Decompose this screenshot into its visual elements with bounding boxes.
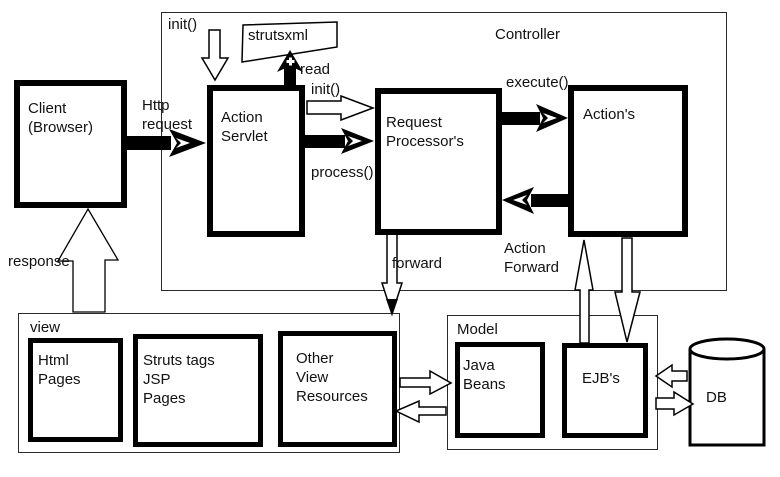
html-pages-label: Html Pages	[38, 352, 81, 388]
beans-to-view-arrow	[394, 399, 447, 424]
model-label: Model	[457, 321, 498, 338]
client-box: Client (Browser)	[14, 80, 127, 208]
action-servlet-box: Action Servlet	[207, 85, 305, 237]
client-label: Client (Browser)	[28, 100, 94, 136]
http-request-label: Http request	[142, 97, 193, 133]
html-pages-box: Html Pages	[28, 338, 123, 442]
struts-tags-box: Struts tags JSP Pages	[133, 334, 263, 447]
java-beans-box: Java Beans	[455, 342, 545, 438]
view-to-beans-arrow	[399, 369, 453, 396]
init-mid-label: init()	[311, 81, 341, 98]
controller-frame	[161, 12, 727, 291]
response-label: response	[8, 253, 70, 270]
actions-box: Action's	[568, 85, 688, 237]
actions-label: Action's	[583, 106, 636, 123]
forward-label: forward	[392, 255, 443, 272]
process-label: process()	[311, 164, 374, 181]
action-servlet-label: Action Servlet	[221, 109, 268, 145]
execute-label: execute()	[506, 74, 569, 91]
java-beans-label: Java Beans	[463, 357, 506, 393]
struts-tags-label: Struts tags JSP Pages	[143, 352, 215, 407]
other-view-box: Other View Resources	[278, 331, 397, 447]
request-processor-label: Request Processor's	[386, 114, 464, 150]
ejb-to-db-arrow	[655, 390, 695, 417]
db-cylinder	[688, 337, 766, 447]
view-label: view	[30, 319, 61, 336]
db-to-ejb-arrow	[654, 363, 688, 389]
other-view-label: Other View Resources	[296, 350, 368, 405]
read-label: read	[300, 61, 331, 78]
db-label: DB	[706, 389, 727, 406]
request-processor-box: Request Processor's	[375, 88, 502, 235]
init-top-label: init()	[168, 16, 198, 33]
action-forward-label: Action Forward	[504, 240, 560, 276]
ejbs-label: EJB's	[582, 370, 620, 387]
ejbs-box: EJB's	[562, 343, 648, 438]
strutsxml-label: strutsxml	[248, 27, 308, 44]
controller-label: Controller	[495, 26, 561, 43]
